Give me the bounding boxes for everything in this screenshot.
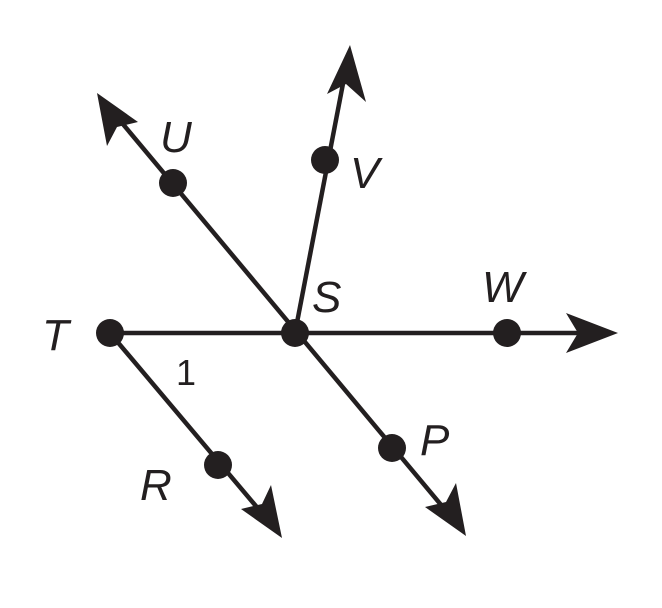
arrowhead-R: [241, 485, 282, 538]
point-P: [378, 434, 406, 462]
label-U: U: [160, 113, 192, 162]
point-S: [281, 319, 309, 347]
point-U: [159, 169, 187, 197]
label-V: V: [350, 149, 383, 198]
arrowhead-U: [97, 93, 138, 146]
point-V: [311, 146, 339, 174]
point-T: [96, 319, 124, 347]
point-W: [493, 319, 521, 347]
arrowhead-W: [566, 313, 618, 353]
label-angle-1: 1: [176, 352, 196, 393]
label-W: W: [482, 263, 527, 312]
arrowhead-V: [327, 45, 366, 102]
ray-SV: [292, 67, 349, 334]
label-T: T: [42, 311, 72, 360]
label-P: P: [420, 416, 450, 465]
ray-TR: [108, 331, 268, 520]
arrowhead-P: [425, 483, 466, 536]
label-R: R: [140, 461, 172, 510]
point-R: [204, 451, 232, 479]
label-S: S: [312, 273, 341, 322]
